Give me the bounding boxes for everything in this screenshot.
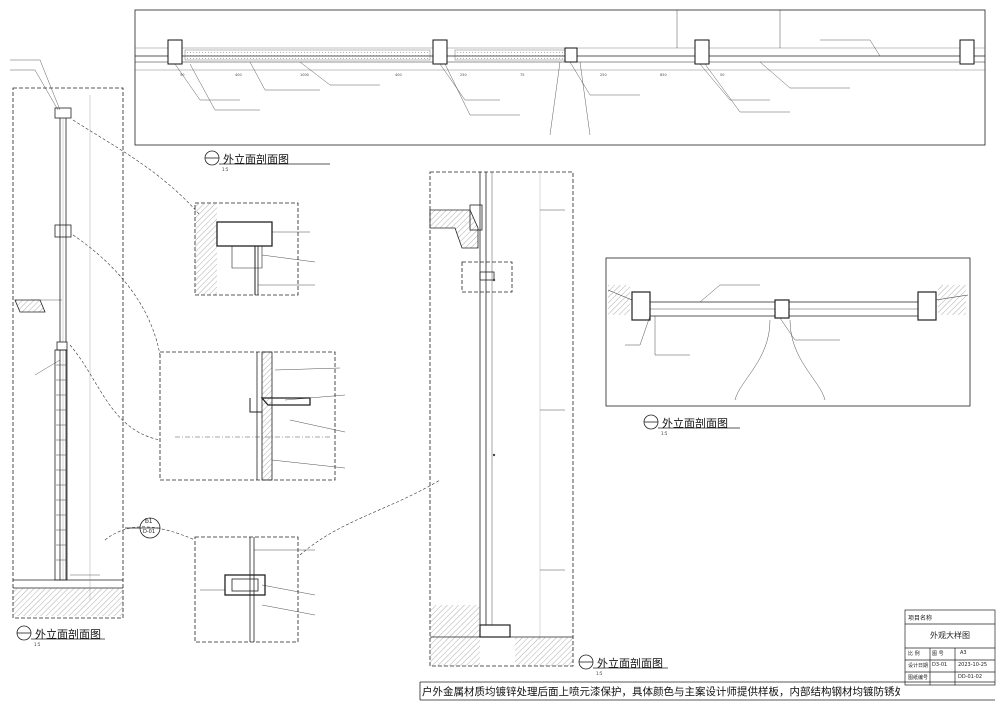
svg-text:50: 50 xyxy=(180,73,184,77)
svg-text:50: 50 xyxy=(720,73,724,77)
detail-c xyxy=(194,536,316,643)
footer-frame xyxy=(419,681,995,701)
detail-b xyxy=(159,351,346,481)
right-section xyxy=(605,257,971,407)
center-section xyxy=(429,171,574,667)
title-top: 外立面剖面图 xyxy=(223,153,289,166)
scale-center-bottom: 1:5 xyxy=(596,671,603,676)
scale-top: 1:5 xyxy=(222,167,229,172)
svg-text:250: 250 xyxy=(460,73,467,77)
tb-row4-a: 图纸编号 xyxy=(908,675,929,681)
svg-text:75: 75 xyxy=(520,73,524,77)
tb-row5-b: D3-01 xyxy=(932,662,948,668)
svg-text:250: 250 xyxy=(600,73,607,77)
detail-bubble-num: b1 xyxy=(145,518,153,525)
svg-text:850: 850 xyxy=(660,73,667,77)
detail-a xyxy=(194,202,316,296)
tb-row3-b: 2023-10-25 xyxy=(958,662,988,668)
title-markers xyxy=(16,150,740,670)
top-section-posts xyxy=(167,39,975,65)
top-section-glass xyxy=(184,49,566,61)
tb-row2-a: 比 例 xyxy=(908,651,920,657)
left-elevation-leaders xyxy=(10,59,100,576)
left-elevation-rungs xyxy=(56,364,66,561)
svg-text:400: 400 xyxy=(395,73,402,77)
tb-row4-b: DD-01-02 xyxy=(958,674,983,680)
tb-row5-a: 图 号 xyxy=(932,651,944,657)
detail-bubble-sheet: D-01 xyxy=(143,529,156,535)
svg-text:400: 400 xyxy=(235,73,242,77)
center-section-marks xyxy=(492,278,496,457)
detail-leader-curves xyxy=(69,119,441,556)
scale-right-mid: 1:5 xyxy=(661,431,668,436)
svg-text:1000: 1000 xyxy=(300,73,309,77)
title-left: 外立面剖面图 xyxy=(35,628,101,641)
top-section-frame xyxy=(134,9,986,146)
title-center-bottom: 外立面剖面图 xyxy=(597,657,663,670)
tb-project-label: 项目名称 xyxy=(908,615,933,622)
scale-left: 1:5 xyxy=(34,642,41,647)
detail-bubble xyxy=(125,517,161,539)
tb-row3-a: 设计日期 xyxy=(908,663,929,669)
top-section-leaders xyxy=(174,39,881,136)
tb-drawing-name: 外观大样图 xyxy=(930,631,970,640)
tb-row2-b: A3 xyxy=(960,650,967,656)
footer-note: 户外金属材质均镀锌处理后面上喷元漆保护，具体颜色与主案设计师提供样板，内部结构钢… xyxy=(422,686,900,698)
right-section-hatch xyxy=(608,285,966,315)
left-elevation xyxy=(12,87,124,619)
top-section-dims: 50 400 1000 400 250 75 250 850 50 xyxy=(180,73,724,77)
title-right-mid: 外立面剖面图 xyxy=(662,417,728,430)
title-block xyxy=(904,609,996,686)
